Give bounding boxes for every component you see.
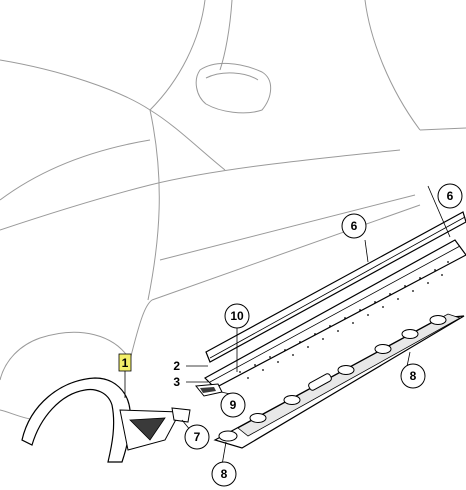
sill-panel-lower [213, 313, 465, 449]
callout-6-upper-label: 6 [351, 219, 358, 233]
wheel-arch-trim [21, 377, 191, 463]
callout-9: 9 [220, 392, 246, 418]
callout-8-right-label: 8 [410, 369, 417, 383]
moulding-strip-upper [205, 211, 466, 363]
end-bracket [195, 383, 223, 397]
callout-8-lower-label: 8 [221, 467, 228, 481]
callout-8-lower: 8 [211, 461, 237, 487]
callout-7: 7 [184, 424, 210, 450]
callout-6-right-label: 6 [447, 189, 454, 203]
clip-row [218, 315, 447, 442]
callout-6-upper: 6 [341, 213, 367, 239]
callout-1: 1 [118, 353, 132, 372]
callout-9-label: 9 [230, 398, 237, 412]
car-body-outline [0, 0, 466, 421]
callout-10: 10 [224, 303, 250, 329]
callout-8-right: 8 [400, 363, 426, 389]
callout-7-label: 7 [194, 430, 201, 444]
callout-3-label: 3 [173, 375, 180, 389]
callout-10-label: 10 [230, 309, 244, 323]
callout-6-right: 6 [437, 183, 463, 209]
perforation-dots [239, 261, 449, 379]
callout-2-label: 2 [173, 359, 180, 373]
callout-1-label: 1 [122, 356, 129, 370]
